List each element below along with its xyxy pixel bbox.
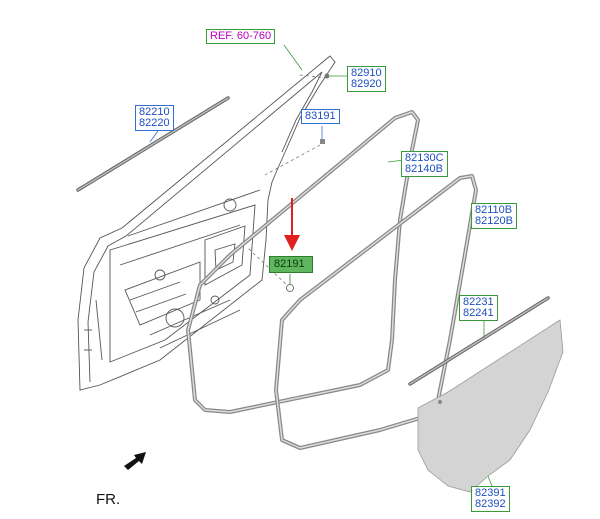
- door-shell: [77, 55, 336, 391]
- weatherstrip-82110b: [274, 174, 478, 450]
- weatherstrip-82130c: [186, 110, 420, 414]
- label-82210: 82210 82220: [135, 105, 174, 131]
- belt-strip-inner: [408, 296, 550, 386]
- label-82130c: 82130C 82140B: [401, 151, 448, 177]
- part-82220: 82220: [139, 117, 170, 129]
- ref-text: REF. 60-760: [210, 30, 272, 42]
- label-82231: 82231 82241: [459, 295, 498, 321]
- plug-83191: [320, 126, 325, 144]
- label-83191: 83191: [301, 109, 340, 124]
- front-marker: FR.: [96, 491, 121, 508]
- part-82241: 82241: [463, 307, 494, 319]
- part-82191: 82191: [274, 258, 305, 270]
- part-82120b: 82120B: [475, 215, 513, 227]
- part-82130c: 82130C: [405, 152, 444, 164]
- ref-label: REF. 60-760: [206, 29, 276, 44]
- part-82392: 82392: [475, 498, 506, 510]
- belt-molding-outer: [76, 96, 230, 192]
- label-82191: 82191: [269, 256, 313, 273]
- part-82110b: 82110B: [475, 204, 513, 216]
- part-82210: 82210: [139, 106, 170, 118]
- part-82391: 82391: [475, 487, 506, 499]
- plug-82191: [286, 274, 294, 292]
- label-82910: 82910 82920: [347, 66, 386, 92]
- part-82231: 82231: [463, 296, 494, 308]
- arrow-front-icon: [124, 452, 146, 470]
- clip-82910: [324, 73, 348, 79]
- part-83191: 83191: [305, 110, 336, 122]
- trim-pad-82391: [417, 319, 564, 493]
- part-82910: 82910: [351, 67, 382, 79]
- part-82140b: 82140B: [405, 163, 443, 175]
- label-82110b: 82110B 82120B: [471, 203, 517, 229]
- label-82391: 82391 82392: [471, 486, 510, 512]
- part-82920: 82920: [351, 78, 382, 90]
